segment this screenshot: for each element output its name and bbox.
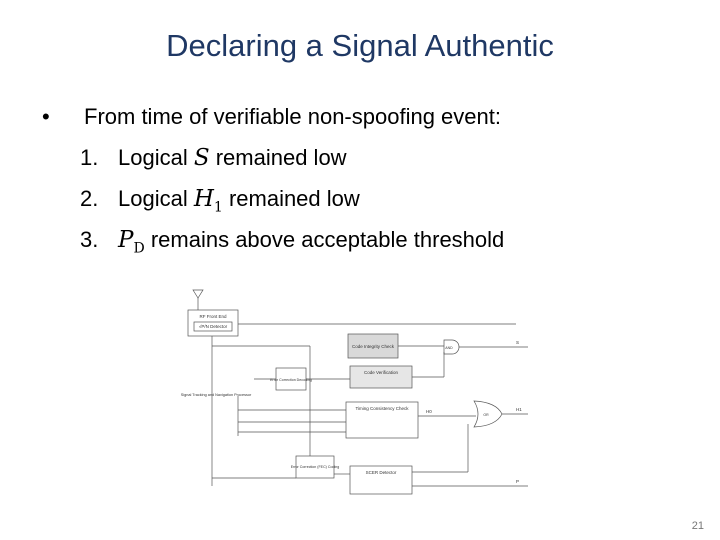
- math-symbol-h1: H1: [193, 186, 223, 216]
- item-text-after: remained low: [222, 186, 360, 211]
- bullet-marker: •: [42, 104, 50, 129]
- output-s-label: S: [516, 340, 519, 345]
- math-subscript: 1: [213, 199, 223, 216]
- code-integrity-label: Code Integrity Check: [352, 344, 395, 349]
- math-symbol-pd: PD: [118, 227, 145, 257]
- math-subscript: D: [133, 240, 145, 257]
- error-correction-coding-label: Error Correction (FEC) Coding: [291, 465, 340, 469]
- and-gate-label: AND: [445, 346, 453, 350]
- slide-number: 21: [691, 520, 704, 532]
- tracking-processor-label: Signal Tracking and Navigation Processor: [181, 393, 252, 397]
- detector-box: [193, 321, 233, 332]
- item-text-after: remained low: [209, 145, 347, 170]
- item-text-before: Logical: [118, 186, 194, 211]
- and-gate: [443, 339, 460, 355]
- error-correction-decoding-label: Error Correction Decoding: [270, 378, 312, 382]
- math-base: P: [118, 227, 134, 253]
- timing-check-box: [345, 401, 419, 439]
- or-gate: [473, 400, 503, 428]
- detector-label: √P/N Detector: [199, 324, 228, 329]
- code-verification-label: Code Verification: [364, 370, 399, 375]
- item-text-after: remains above acceptable threshold: [144, 227, 505, 252]
- code-integrity-box: [347, 333, 399, 359]
- list-item-2: 2. Logical H1 remained low: [80, 186, 360, 216]
- error-correction-coding-box: [295, 455, 335, 479]
- list-number: 2.: [80, 186, 99, 211]
- math-base: H: [193, 186, 214, 212]
- math-symbol-s: S: [193, 145, 210, 171]
- antenna-icon: [192, 289, 204, 310]
- list-number: 1.: [80, 145, 99, 170]
- rf-front-end-box: [187, 309, 239, 337]
- timing-check-label: Timing Consistency Check: [355, 406, 409, 411]
- rf-front-end-label: RF Front End: [199, 314, 227, 319]
- output-pd-label: P: [516, 479, 519, 484]
- list-item-3: 3. PD remains above acceptable threshold: [80, 227, 504, 257]
- scer-detector-box: [349, 465, 413, 495]
- item-text-before: Logical: [118, 145, 194, 170]
- timing-output-label: H0: [426, 409, 432, 414]
- output-h1-label: H1: [516, 407, 522, 412]
- or-gate-label: OR: [483, 413, 489, 417]
- slide-title: Declaring a Signal Authentic: [166, 28, 554, 63]
- bullet-text: From time of verifiable non-spoofing eve…: [84, 104, 501, 129]
- list-item-1: 1. Logical S remained low: [80, 145, 347, 171]
- list-number: 3.: [80, 227, 99, 252]
- scer-detector-label: SCER Detector: [366, 470, 397, 475]
- block-diagram: RF Front End √P/N Detector Code Integrit…: [181, 289, 528, 495]
